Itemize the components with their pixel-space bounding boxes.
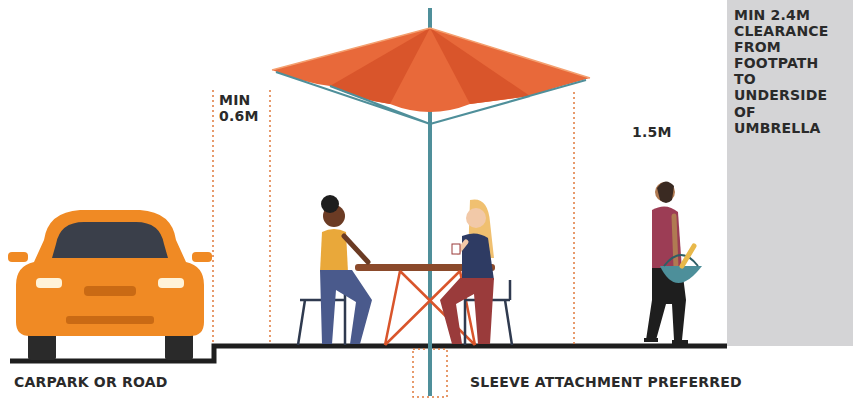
clearance-panel: MIN 2.4M CLEARANCE FROM FOOTPATH TO UNDE… [727,0,853,346]
dimension-label: 1.5M [632,124,672,140]
panel-text: MIN 2.4M CLEARANCE FROM FOOTPATH TO UNDE… [734,7,829,136]
seated-person-right [440,199,494,344]
dimension-guides [213,90,574,397]
walking-person [644,181,702,342]
ground-line [10,346,727,361]
car [8,210,212,360]
note-label: SLEEVE ATTACHMENT PREFERRED [470,374,742,390]
area-label: CARPARK OR ROAD [14,374,168,390]
seated-person-left [320,195,372,344]
umbrella [272,8,590,396]
dimension-label: MIN 0.6M [219,92,259,124]
